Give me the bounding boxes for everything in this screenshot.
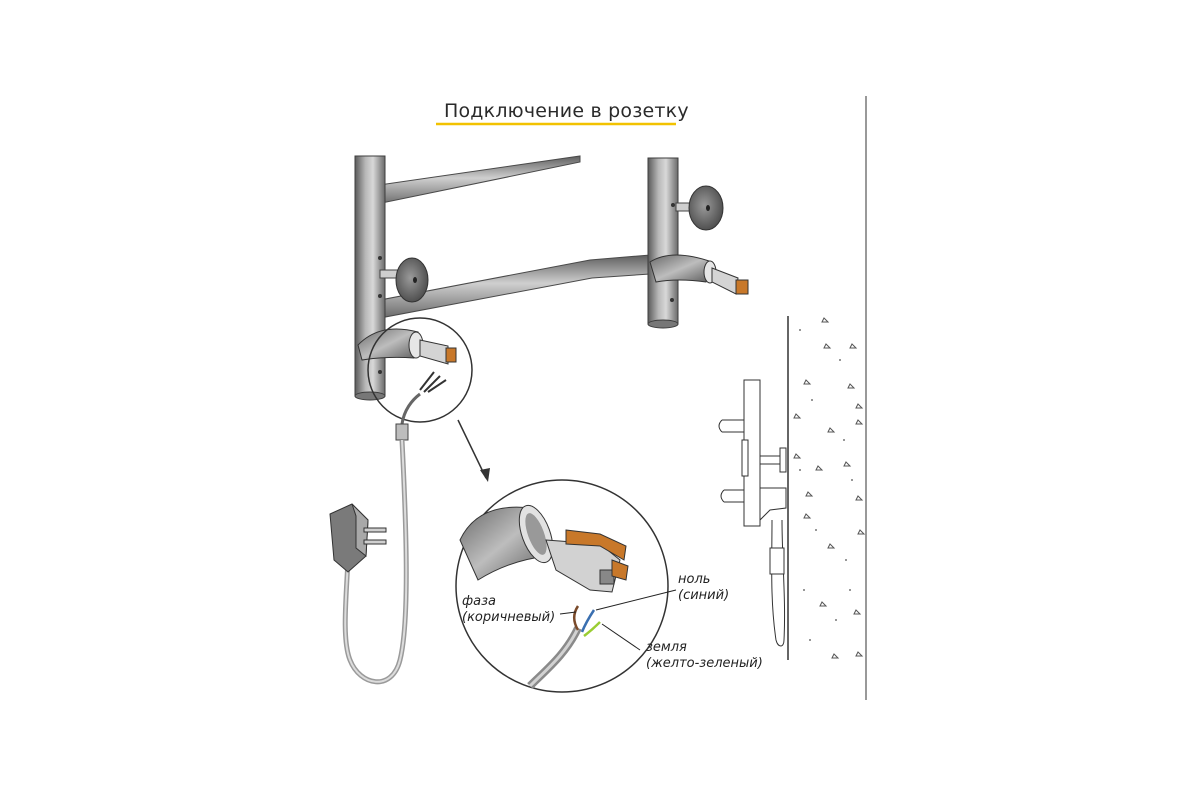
- elbow-connector-left: [357, 328, 457, 365]
- label-ground: земля (желто-зеленый): [646, 640, 763, 672]
- wall-mount-bracket-left: [379, 257, 429, 303]
- side-view: [718, 96, 867, 700]
- label-ground-name: земля: [646, 640, 687, 655]
- wall-mount-bracket-right: [675, 185, 724, 231]
- label-phase-name: фаза: [462, 594, 496, 609]
- diagram-title: Подключение в розетку: [444, 100, 689, 122]
- plug: [329, 503, 387, 573]
- label-neutral-name: ноль: [678, 572, 711, 587]
- label-ground-color: (желто-зеленый): [646, 656, 763, 671]
- elbow-connector-right: [649, 254, 749, 295]
- label-phase: фаза (коричневый): [462, 594, 555, 626]
- label-neutral: ноль (синий): [678, 572, 729, 604]
- cable-end-wires: [419, 371, 447, 393]
- label-neutral-color: (синий): [678, 588, 730, 603]
- zoom-arrow: [457, 419, 490, 482]
- label-phase-color: (коричневый): [462, 610, 556, 625]
- magnifier-circle-small: [367, 317, 473, 423]
- detail-magnified-view: [455, 479, 677, 693]
- power-cord: [342, 392, 421, 685]
